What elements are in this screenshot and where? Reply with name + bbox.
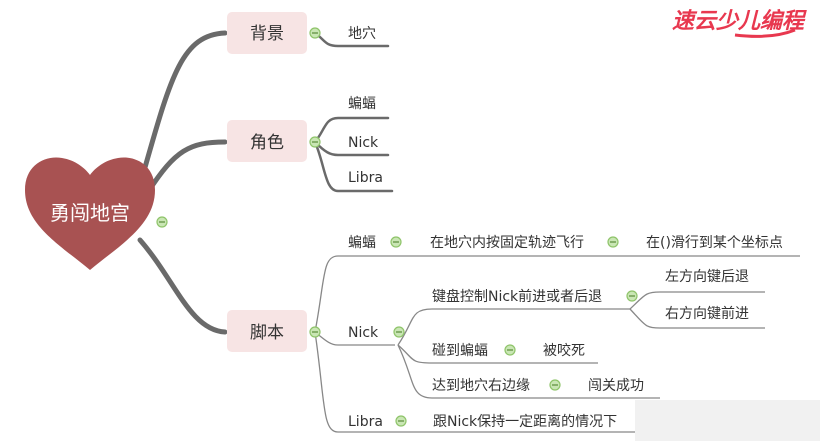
branch-line xyxy=(137,237,228,335)
node-nick[interactable]: Nick xyxy=(348,135,379,151)
root-node[interactable]: 勇闯地宫 xyxy=(25,157,155,270)
node-label: 背景 xyxy=(250,24,284,44)
node-libra[interactable]: Libra xyxy=(348,170,383,186)
root-label: 勇闯地宫 xyxy=(50,201,130,225)
branch-line xyxy=(145,139,228,195)
node-script[interactable]: 脚本 xyxy=(227,310,307,352)
node-bitten[interactable]: 被咬死 xyxy=(543,342,585,359)
node-roles[interactable]: 角色 xyxy=(227,120,307,162)
node-left-key[interactable]: 左方向键后退 xyxy=(665,269,749,285)
node-label: 角色 xyxy=(250,133,284,153)
node-script-bat[interactable]: 蝙蝠 xyxy=(348,235,376,251)
collapse-icon[interactable] xyxy=(309,136,321,148)
collapse-icon[interactable] xyxy=(156,216,168,228)
node-bat[interactable]: 蝙蝠 xyxy=(348,96,376,112)
collapse-icon[interactable] xyxy=(395,415,407,427)
node-bat-fly[interactable]: 在地穴内按固定轨迹飞行 xyxy=(430,235,584,251)
node-right-key[interactable]: 右方向键前进 xyxy=(665,305,749,322)
collapse-icon[interactable] xyxy=(390,236,402,248)
node-cave[interactable]: 地穴 xyxy=(348,26,376,42)
collapse-icon[interactable] xyxy=(626,290,638,302)
node-hit-bat[interactable]: 碰到蝙蝠 xyxy=(432,343,488,359)
collapse-icon[interactable] xyxy=(504,344,516,356)
collapse-icon[interactable] xyxy=(309,326,321,338)
logo-swoosh xyxy=(734,28,796,38)
collapse-icon[interactable] xyxy=(549,379,561,391)
collapse-icon[interactable] xyxy=(393,326,405,338)
node-bat-glide[interactable]: 在()滑行到某个坐标点 xyxy=(646,234,783,251)
node-keyboard-control[interactable]: 键盘控制Nick前进或者后退 xyxy=(432,288,602,305)
node-libra-follow[interactable]: 跟Nick保持一定距离的情况下 xyxy=(433,413,617,430)
collapse-icon[interactable] xyxy=(607,236,619,248)
node-level-clear[interactable]: 闯关成功 xyxy=(588,378,644,394)
branch-line xyxy=(137,30,228,188)
brand-logo: 速云少儿编程 xyxy=(672,8,807,34)
node-reach-edge[interactable]: 达到地穴右边缘 xyxy=(432,378,530,394)
node-script-libra[interactable]: Libra xyxy=(348,414,383,430)
collapse-icon[interactable] xyxy=(309,27,321,39)
node-label: 脚本 xyxy=(250,323,284,343)
node-script-nick[interactable]: Nick xyxy=(348,325,379,341)
blur-overlay xyxy=(635,400,820,441)
node-background[interactable]: 背景 xyxy=(227,12,307,54)
